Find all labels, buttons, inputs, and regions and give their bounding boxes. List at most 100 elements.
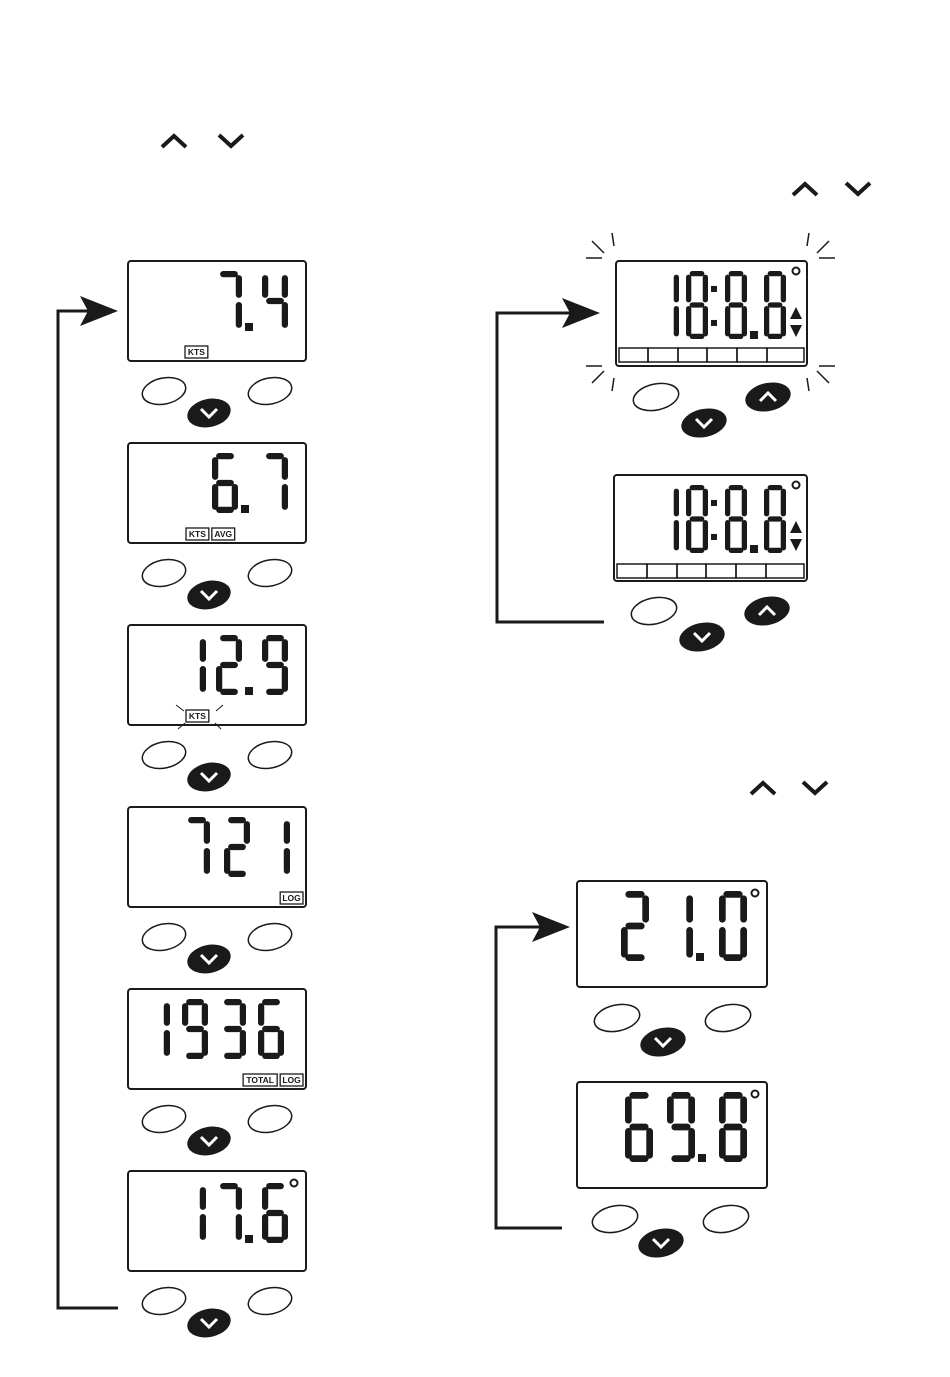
cycle-arrow-right-bottom [496, 912, 570, 1228]
down-button[interactable] [185, 1305, 234, 1342]
lcd-segment [729, 334, 744, 339]
lcd-segment [674, 306, 679, 336]
lcd-label-text: KTS [188, 347, 205, 357]
lcd-segment [723, 891, 742, 898]
lcd-segment [240, 1030, 246, 1056]
right-bottom-buttons-2 [590, 1202, 751, 1262]
lcd-decimal-point [241, 505, 249, 513]
chevron-down-icon [846, 183, 870, 194]
lcd-segment [282, 302, 288, 328]
up-button[interactable] [743, 379, 794, 416]
lcd-segment [262, 999, 280, 1005]
down-button[interactable] [185, 395, 234, 432]
lcd-segment [262, 275, 268, 298]
down-button[interactable] [636, 1225, 687, 1262]
lcd-segment [216, 480, 234, 486]
left-soft-button[interactable] [140, 920, 188, 955]
lcd-segment [236, 1214, 242, 1240]
right-soft-button[interactable] [701, 1202, 751, 1237]
chevron-up-icon [751, 783, 775, 794]
lcd-segment [236, 1187, 242, 1210]
lcd-segment [768, 302, 783, 307]
right-soft-button[interactable] [703, 1001, 753, 1036]
lcd-segment [719, 1128, 726, 1159]
right-soft-button[interactable] [246, 556, 294, 591]
lcd-segment [725, 306, 730, 336]
lcd-segment [625, 1128, 632, 1159]
down-button[interactable] [185, 941, 234, 978]
lcd-label-text: KTS [189, 711, 206, 721]
lcd-segment [740, 895, 747, 922]
lcd-labels: KTS [186, 710, 209, 722]
lcd-segment [262, 639, 268, 662]
down-button[interactable] [185, 1123, 234, 1160]
down-button[interactable] [679, 405, 730, 442]
left-soft-button[interactable] [140, 374, 188, 409]
lcd-segment [690, 516, 705, 521]
lcd-segment [729, 548, 744, 553]
right-soft-button[interactable] [246, 920, 294, 955]
left-display-5: TOTALLOG [128, 989, 306, 1089]
lcd-segment [236, 302, 242, 328]
lcd-segment [642, 895, 649, 922]
down-button[interactable] [638, 1024, 689, 1061]
left-soft-button[interactable] [140, 1102, 188, 1137]
lcd-segment [740, 1128, 747, 1159]
left-soft-button[interactable] [140, 556, 188, 591]
lcd-segment [200, 1187, 206, 1210]
lcd-segment [200, 666, 206, 692]
lcd-segment [729, 485, 744, 490]
left-soft-button[interactable] [629, 594, 679, 629]
lcd-segment [686, 306, 691, 336]
down-button[interactable] [185, 577, 234, 614]
down-button[interactable] [677, 619, 728, 656]
lcd-segment [228, 817, 246, 823]
left-soft-button[interactable] [590, 1202, 640, 1237]
lcd-segment [212, 484, 218, 510]
header-chevrons-left [162, 135, 243, 147]
lcd-segment [690, 548, 705, 553]
lcd-segment [266, 689, 284, 695]
down-button[interactable] [185, 759, 234, 796]
lcd-segment [204, 848, 210, 874]
lcd-segment [674, 275, 679, 303]
lcd-segment [266, 662, 284, 668]
left-soft-button[interactable] [140, 738, 188, 773]
lcd-decimal-point [750, 545, 758, 553]
lcd-label-tag: KTS [186, 528, 209, 540]
lcd-segment [768, 548, 783, 553]
header-chevrons-right-top [793, 183, 870, 195]
right-soft-button[interactable] [246, 1102, 294, 1137]
header-chevrons-right-bottom [751, 782, 827, 794]
lcd-decimal-point [696, 953, 704, 961]
lcd-segment [625, 1096, 632, 1123]
left-soft-button[interactable] [140, 1284, 188, 1319]
lcd-segment [725, 489, 730, 517]
cycle-arrow-right-top [497, 298, 604, 622]
lcd-colon-dot [711, 534, 717, 540]
lcd-decimal-point [245, 1235, 253, 1243]
lcd-segment [742, 489, 747, 517]
lcd-value [674, 485, 786, 553]
lcd-segment [768, 516, 783, 521]
left-buttons-1 [140, 374, 294, 432]
lcd-segment [686, 275, 691, 303]
lcd-segment [282, 275, 288, 298]
left-soft-button[interactable] [631, 380, 681, 415]
lcd-segment [688, 1128, 695, 1159]
right-soft-button[interactable] [246, 1284, 294, 1319]
lcd-segment [723, 1124, 742, 1131]
lcd-segment [725, 275, 730, 303]
lcd-segment [266, 453, 284, 459]
left-soft-button[interactable] [592, 1001, 642, 1036]
lcd-segment [240, 1003, 246, 1026]
right-soft-button[interactable] [246, 738, 294, 773]
right-soft-button[interactable] [246, 374, 294, 409]
lcd-segment [703, 520, 708, 550]
lcd-segment [629, 1092, 648, 1099]
up-button[interactable] [742, 593, 793, 630]
left-display-1: KTS [128, 261, 306, 361]
lcd-labels: TOTALLOG [243, 1074, 303, 1086]
left-buttons-2 [140, 556, 294, 614]
